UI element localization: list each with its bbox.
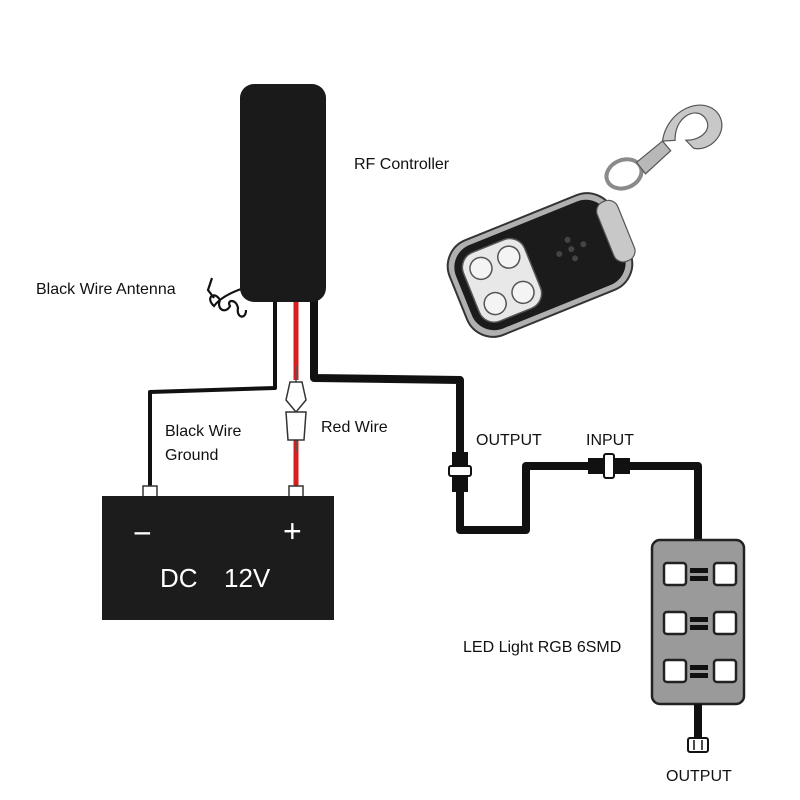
inline-fuse bbox=[285, 366, 307, 452]
rf-controller-body bbox=[240, 84, 326, 302]
battery-dc-label: DC bbox=[160, 563, 198, 593]
battery-minus-sign: − bbox=[133, 515, 152, 551]
output-connector bbox=[448, 452, 472, 492]
rf-controller-label: RF Controller bbox=[354, 156, 450, 173]
output-wire bbox=[310, 300, 464, 452]
red-wire-label: Red Wire bbox=[321, 419, 388, 436]
ground-label-line2: Ground bbox=[165, 447, 219, 464]
battery-plus-sign: + bbox=[283, 513, 302, 549]
input-label: INPUT bbox=[586, 432, 634, 449]
output-bottom-label: OUTPUT bbox=[666, 768, 732, 785]
led-module bbox=[650, 538, 746, 706]
black-ground-wire bbox=[148, 300, 277, 490]
remote-keyfob-icon bbox=[446, 104, 723, 338]
battery-body bbox=[102, 496, 334, 620]
antenna-label: Black Wire Antenna bbox=[36, 281, 176, 298]
bottom-output-connector bbox=[687, 737, 709, 753]
antenna-coil bbox=[209, 286, 248, 318]
output-top-label: OUTPUT bbox=[476, 432, 542, 449]
battery-voltage-label: 12V bbox=[224, 563, 271, 593]
led-input-wire bbox=[630, 462, 702, 542]
led-label: LED Light RGB 6SMD bbox=[463, 639, 622, 656]
ground-label-line1: Black Wire bbox=[165, 423, 242, 440]
input-connector bbox=[588, 453, 630, 479]
connecting-wire bbox=[456, 462, 588, 534]
